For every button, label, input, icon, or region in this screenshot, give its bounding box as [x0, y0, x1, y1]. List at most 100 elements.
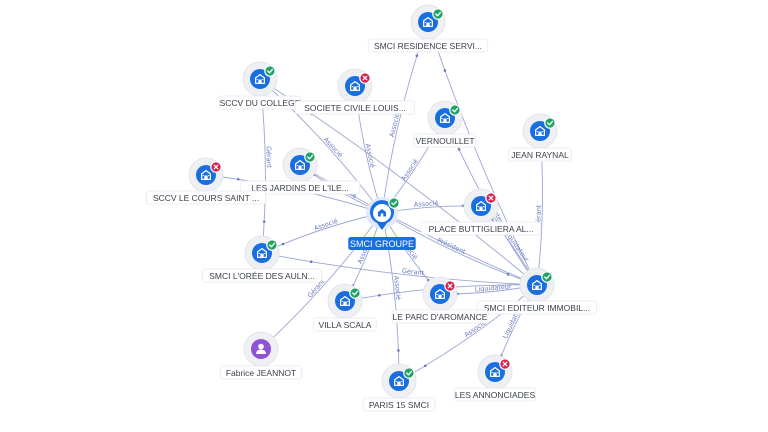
edge-arrow-icon [262, 220, 266, 223]
graph-node-le-parc-daromance[interactable]: LE PARC D'AROMANCE [391, 276, 489, 324]
building-icon [423, 17, 433, 27]
node-label: PARIS 15 SMCI [369, 400, 429, 410]
node-core [389, 371, 409, 391]
graph-node-villa-scala[interactable]: VILLA SCALA [313, 283, 377, 332]
center-label-bg [348, 237, 416, 250]
building-icon [535, 126, 545, 136]
node-label: LE PARC D'AROMANCE [393, 312, 488, 322]
edge-arrow-icon [378, 293, 381, 297]
center-label: SMCI GROUPE [350, 239, 414, 249]
node-label-bg [201, 268, 323, 283]
graph-node-sccv-le-cours[interactable]: SCCV LE COURS SAINT ... [145, 157, 267, 205]
edge-label: Associé [322, 136, 344, 160]
edge-label: Gérant [534, 204, 542, 227]
active-check-icon [432, 8, 444, 20]
edge-line [381, 212, 538, 286]
graph-node-sccv-du-college[interactable]: SCCV DU COLLEGE [218, 61, 302, 110]
building-icon [476, 201, 486, 211]
graph-node-vernouillet[interactable]: VERNOUILLET [413, 100, 477, 148]
node-label: JEAN RAYNAL [511, 150, 569, 160]
node-label: SOCIETE CIVILE LOUIS... [304, 103, 406, 113]
edge-label: Gérant [265, 146, 273, 169]
edge-line [260, 212, 383, 350]
node-core [435, 108, 455, 128]
edge-line [259, 78, 383, 214]
active-check-icon [349, 287, 361, 299]
edge-line [398, 284, 538, 382]
node-core [527, 275, 547, 295]
node-label-bg [362, 397, 436, 412]
node-label: Fabrice JEANNOT [226, 368, 296, 378]
graph-node-societe-civile-louis[interactable]: SOCIETE CIVILE LOUIS... [294, 68, 416, 115]
graph-node-smci-residence[interactable]: SMCI RESIDENCE SERVI... [367, 4, 489, 53]
node-core [530, 121, 550, 141]
node-label-bg [239, 180, 361, 195]
active-check-icon [304, 151, 316, 163]
person-icon [256, 343, 266, 354]
graph-edge: Associé [381, 212, 403, 382]
active-check-icon [264, 65, 276, 77]
edge-label: Associé [313, 217, 339, 232]
node-label-bg [391, 309, 489, 324]
building-icon [255, 74, 265, 84]
active-check-icon [544, 117, 556, 129]
inactive-cross-icon [485, 192, 497, 204]
active-check-icon [266, 239, 278, 251]
edge-label: Associé [388, 112, 402, 138]
building-icon [340, 296, 350, 306]
active-check-icon [403, 367, 415, 379]
building-icon [295, 160, 305, 170]
graph-node-les-annonciades[interactable]: LES ANNONCIADES [453, 354, 537, 402]
graph-node-paris-15-smci[interactable]: PARIS 15 SMCI [362, 363, 436, 412]
graph-node-smci-loree[interactable]: SMCI L'ORÉE DES AULN... [201, 235, 323, 283]
inactive-cross-icon [359, 72, 371, 84]
edge-label: Président [436, 236, 467, 256]
node-core [471, 196, 491, 216]
graph-node-place-buttigliera[interactable]: PLACE BUTTIGLIERA AL... [420, 188, 542, 236]
building-icon [257, 248, 267, 258]
edge-arrow-icon [506, 273, 510, 276]
building-icon [532, 280, 542, 290]
node-core [252, 243, 272, 263]
node-label-bg [413, 133, 477, 148]
building-icon [350, 81, 360, 91]
node-label-bg [145, 190, 267, 205]
active-check-icon [388, 197, 400, 209]
node-core [335, 291, 355, 311]
node-label-bg [476, 300, 598, 315]
edge-line [381, 212, 400, 382]
graph-node-fabrice-jeannot[interactable]: Fabrice JEANNOT [219, 331, 303, 380]
active-check-icon [541, 271, 553, 283]
node-label-bg [367, 38, 489, 53]
node-label: SMCI L'ORÉE DES AULN... [209, 271, 315, 281]
graph-node-jean-raynal[interactable]: JEAN RAYNAL [508, 113, 572, 162]
node-core [196, 165, 216, 185]
edge-arrow-icon [443, 69, 447, 72]
node-label: SMCI RESIDENCE SERVI... [374, 41, 482, 51]
building-icon [394, 376, 404, 386]
graph-edge: Associé [398, 284, 538, 382]
graph-node-les-jardins[interactable]: LES JARDINS DE L'ILE... [239, 147, 361, 195]
graph-edge: Gérant [261, 252, 538, 286]
graph-node-smci-editeur[interactable]: SMCI EDITEUR IMMOBIL... [476, 267, 598, 315]
node-core [345, 76, 365, 96]
building-icon [440, 113, 450, 123]
node-label-bg [294, 100, 416, 115]
inactive-cross-icon [499, 358, 511, 370]
node-label: PLACE BUTTIGLIERA AL... [429, 224, 534, 234]
graph-edge [427, 21, 538, 286]
edge-label: Associé [392, 275, 402, 300]
edge-label: Associé [414, 199, 439, 209]
node-label: LES JARDINS DE L'ILE... [251, 183, 349, 193]
building-icon [435, 289, 445, 299]
center-node[interactable]: SMCI GROUPE [348, 197, 416, 250]
edge-arrow-icon [415, 54, 419, 58]
node-label-bg [313, 317, 377, 332]
node-label: VILLA SCALA [319, 320, 372, 330]
node-label-bg [453, 387, 537, 402]
node-label-bg [219, 365, 303, 380]
node-label-bg [420, 221, 542, 236]
node-label: SCCV LE COURS SAINT ... [153, 193, 259, 203]
